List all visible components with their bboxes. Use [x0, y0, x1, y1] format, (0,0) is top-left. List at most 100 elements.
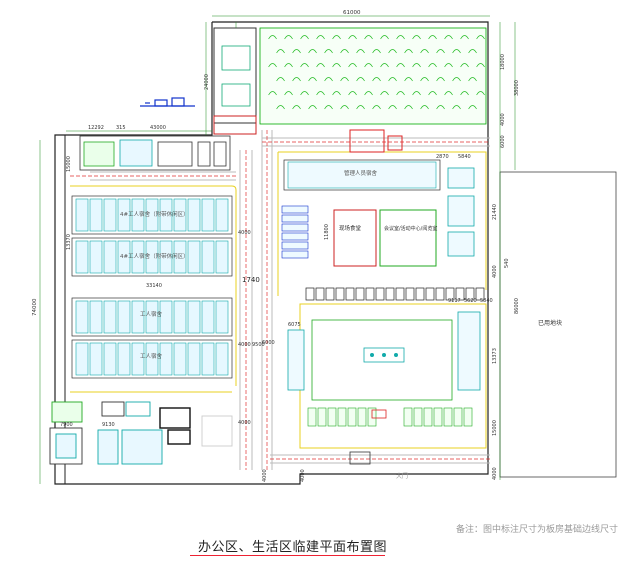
- tree-mark: [284, 35, 293, 40]
- tree-mark: [468, 105, 477, 110]
- tree-mark: [348, 63, 357, 68]
- tree-mark: [460, 91, 469, 96]
- parking-bay: [327, 407, 337, 427]
- dim-left-total: 74000: [32, 298, 38, 316]
- gate-block: [213, 115, 257, 135]
- dorm-room: [117, 198, 131, 232]
- dorm-label-1: 4#工人宿舍（附带休闲区）: [120, 210, 189, 218]
- dim-right-i: 4000: [492, 467, 498, 480]
- canteen: [333, 209, 377, 267]
- dim-mid-b: 1740: [242, 276, 260, 284]
- dim-right-a: 18000: [500, 54, 506, 70]
- dorm-room: [131, 300, 145, 334]
- equipment-row: [305, 287, 485, 301]
- canteen-label: 现场食堂: [339, 224, 362, 232]
- dorm-room: [215, 240, 229, 274]
- dim-side-a: 13373: [492, 348, 498, 364]
- dim-bot-c: 4000: [238, 420, 251, 426]
- dorm-room: [103, 300, 117, 334]
- tree-mark: [268, 35, 277, 40]
- dim-bot-e: 4000: [300, 469, 306, 482]
- dim-right-j: 540: [504, 258, 510, 268]
- dorm-label-3: 工人宿舍: [140, 310, 163, 318]
- tree-mark: [444, 63, 453, 68]
- storage-unit: [281, 232, 309, 241]
- plaza-feature: [363, 347, 405, 363]
- tree-mark: [452, 77, 461, 82]
- tree-mark: [452, 49, 461, 54]
- dorm-room: [89, 198, 103, 232]
- tree-mark: [316, 91, 325, 96]
- dim-upper-d: 9117: [448, 298, 461, 304]
- dim-upper-a: 24000: [204, 74, 210, 90]
- dim-right-f: 4000: [492, 265, 498, 278]
- tree-mark: [332, 35, 341, 40]
- dorm-room: [159, 342, 173, 376]
- tree-mark: [428, 91, 437, 96]
- dorm-room: [187, 240, 201, 274]
- storage-unit: [281, 223, 309, 232]
- tree-mark: [324, 77, 333, 82]
- dorm-room: [103, 198, 117, 232]
- tree-mark: [292, 105, 301, 110]
- top-left-block: [79, 135, 231, 171]
- small-red-box: [371, 409, 387, 419]
- equipment-unit: [455, 287, 465, 301]
- dim-bot-b: 9130: [102, 422, 115, 428]
- equipment-unit: [335, 287, 345, 301]
- storage-unit: [281, 214, 309, 223]
- dorm-room: [215, 300, 229, 334]
- road-centrelines: [70, 130, 490, 470]
- tree-mark: [460, 35, 469, 40]
- legend-symbol: [140, 97, 195, 107]
- dorm-room: [103, 240, 117, 274]
- tree-mark: [412, 63, 421, 68]
- tree-mark: [436, 105, 445, 110]
- plaza-east-buildings: [457, 311, 481, 391]
- equipment-unit: [405, 287, 415, 301]
- tree-mark: [388, 77, 397, 82]
- parking-bay: [463, 407, 473, 427]
- dorm-room: [201, 342, 215, 376]
- dorm-room: [187, 342, 201, 376]
- dorm-room: [75, 300, 89, 334]
- parking-bay: [453, 407, 463, 427]
- equipment-unit: [325, 287, 335, 301]
- right-column-buildings: [447, 167, 475, 257]
- dorm-room: [103, 342, 117, 376]
- dorm-room: [117, 342, 131, 376]
- parking-bay: [317, 407, 327, 427]
- dorm-room: [173, 342, 187, 376]
- guard-tower: [213, 27, 257, 124]
- dim-top-left-b: 315: [116, 125, 126, 131]
- parking-bay: [433, 407, 443, 427]
- tree-mark: [388, 105, 397, 110]
- dorm-room: [89, 300, 103, 334]
- plan-title: 办公区、生活区临建平面布置图: [198, 540, 388, 555]
- tree-mark: [380, 91, 389, 96]
- parking-bay: [307, 407, 317, 427]
- dimension-lines: [39, 15, 516, 484]
- dorm-room: [131, 240, 145, 274]
- dim-right-g: 86000: [514, 298, 520, 314]
- dorm-outline: [71, 195, 233, 235]
- dim-right-h: 15000: [492, 420, 498, 436]
- dorm-room: [187, 198, 201, 232]
- tree-mark: [396, 63, 405, 68]
- dim-right-b: 38000: [514, 80, 520, 96]
- tree-mark: [340, 77, 349, 82]
- tree-mark: [412, 35, 421, 40]
- dorm-room: [201, 198, 215, 232]
- dim-upper-b: 2870: [436, 154, 449, 160]
- tree-mark: [292, 49, 301, 54]
- dorm-label-4: 工人宿舍: [140, 352, 163, 360]
- tree-mark: [276, 49, 285, 54]
- dorm-room: [131, 342, 145, 376]
- tree-mark: [332, 91, 341, 96]
- dorm-label-2: 4#工人宿舍（附带休闲区）: [120, 252, 189, 260]
- dim-left-b: 13370: [66, 234, 72, 250]
- dim-bot-a: 7900: [60, 422, 73, 428]
- meeting-hall: [379, 209, 437, 267]
- roads: [90, 130, 490, 470]
- dim-mid-d: 4000: [238, 342, 251, 348]
